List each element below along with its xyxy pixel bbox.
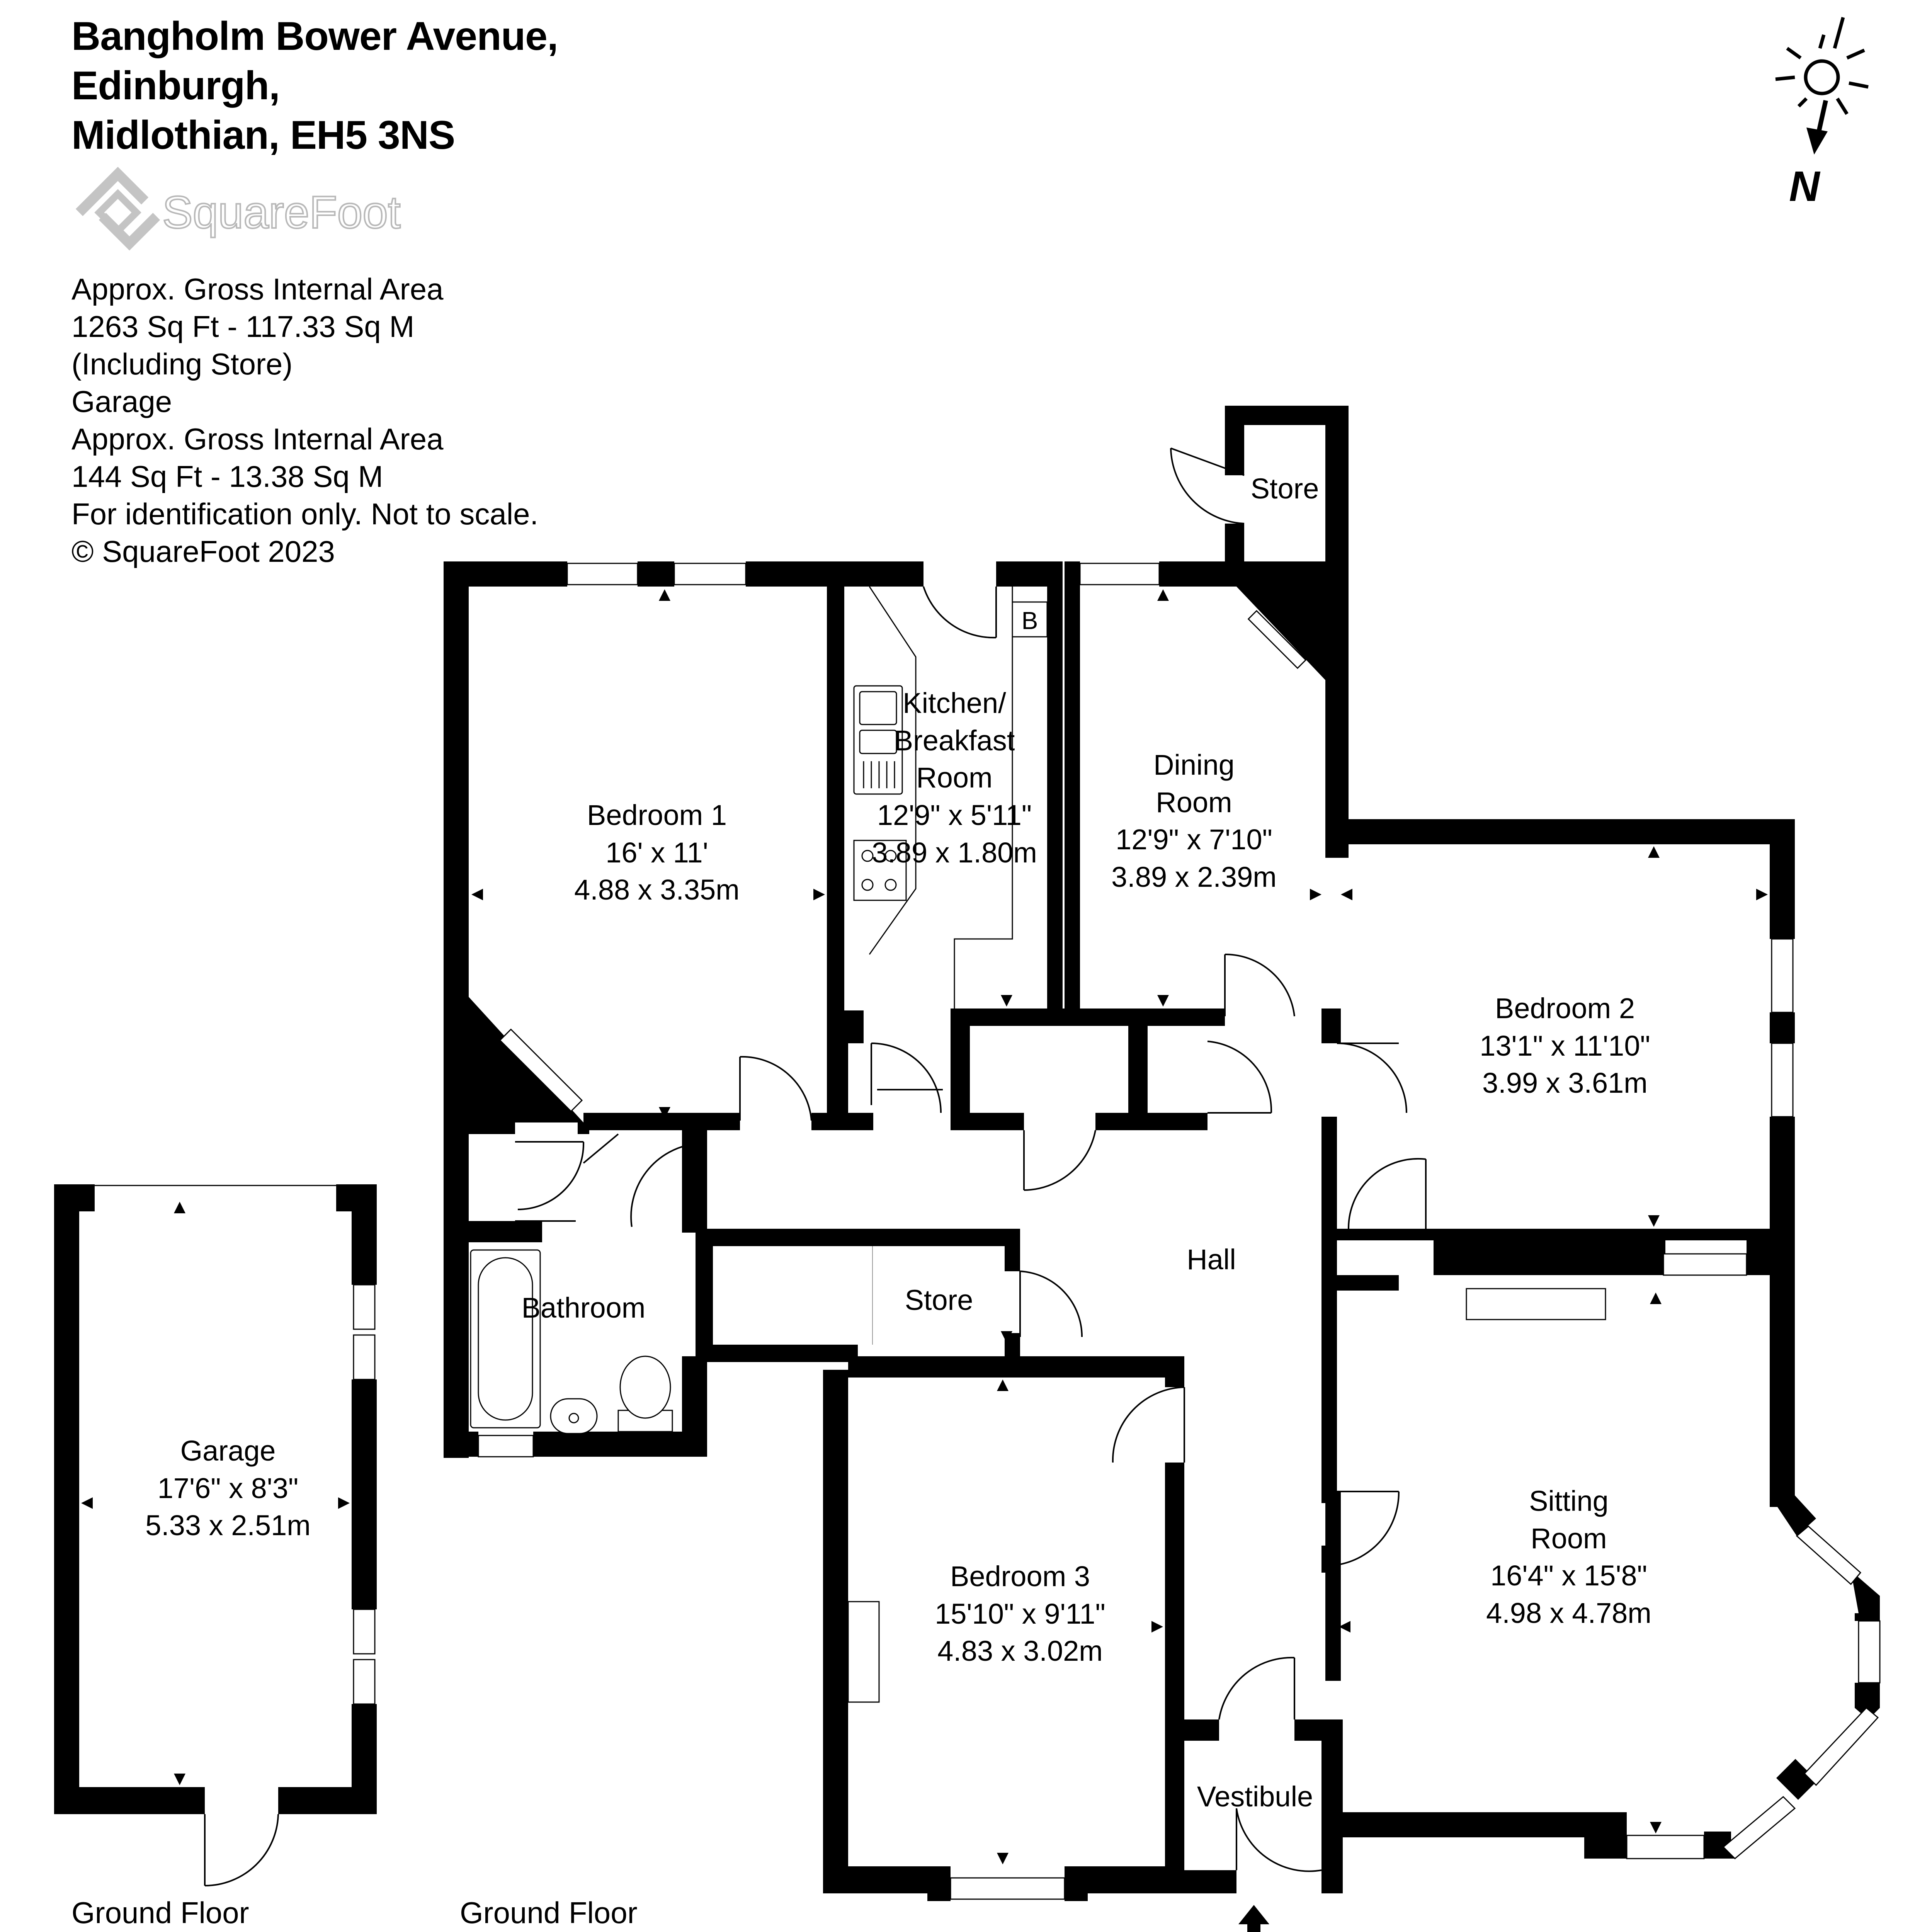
logo-text: SquareFoot [162,187,401,238]
sitting-imperial: 16'4" x 15'8" [1490,1560,1647,1592]
dining-name-1: Dining [1153,749,1235,781]
garage-name: Garage [180,1435,276,1467]
windows [478,563,1881,1900]
kitchen-metric: 3.89 x 1.80m [872,837,1037,869]
basin-icon [550,1398,598,1434]
sitting-metric: 4.98 x 4.78m [1486,1597,1651,1629]
store-mid-label: Store [905,1284,973,1316]
hob-icon [853,840,907,901]
dining-name-2: Room [1156,786,1232,818]
address-line-3: Midlothian, EH5 3NS [71,113,455,158]
fireplace-bedroom3 [847,1601,880,1703]
sink-icon [853,685,903,795]
squarefoot-logo: SquareFoot [75,167,401,251]
property-address: Bangholm Bower Avenue, Edinburgh, Midlot… [71,12,558,160]
bedroom3-imperial: 15'10" x 9'11" [935,1598,1105,1630]
area-line-5: Approx. Gross Internal Area [71,422,444,456]
kitchen-name-1: Kitchen/ [903,687,1006,719]
entrance-arrow-icon [1238,1905,1269,1932]
bedroom1-imperial: 16' x 11' [605,837,708,869]
boiler-label: B [1022,607,1038,634]
garage-metric: 5.33 x 2.51m [145,1509,311,1541]
kitchen-imperial: 12'9" x 5'11" [877,799,1032,831]
fireplace-sitting [1466,1288,1606,1320]
area-line-1: Approx. Gross Internal Area [71,272,444,306]
hall-label: Hall [1187,1243,1236,1276]
area-info: Approx. Gross Internal Area 1263 Sq Ft -… [71,270,538,570]
area-line-6: 144 Sq Ft - 13.38 Sq M [71,459,383,493]
area-line-3: (Including Store) [71,347,293,381]
fixtures [470,586,1606,1703]
area-line-2: 1263 Sq Ft - 117.33 Sq M [71,310,415,344]
bedroom2-name: Bedroom 2 [1495,992,1635,1024]
main-walls [444,406,1880,1901]
garage-door [204,1814,279,1886]
dimension-arrows [81,589,1768,1864]
vestibule-label: Vestibule [1197,1781,1313,1813]
sitting-name-2: Room [1531,1522,1607,1554]
dining-imperial: 12'9" x 7'10" [1116,823,1272,855]
garage-windows [95,1185,376,1705]
store-top-label: Store [1251,473,1319,505]
address-line-2: Edinburgh, [71,63,280,108]
main-floor-label: Ground Floor [460,1896,638,1930]
toilet-icon [617,1355,673,1432]
bedroom3-name: Bedroom 3 [950,1560,1090,1592]
doors [515,447,1427,1872]
area-line-8: © SquareFoot 2023 [71,534,335,568]
kitchen-name-2: Breakfast [894,724,1015,757]
bathroom-label: Bathroom [522,1292,646,1324]
bedroom1-metric: 4.88 x 3.35m [574,874,740,906]
logo-mark-icon [75,167,160,251]
compass: N [1775,17,1869,210]
north-arrow-icon [1806,100,1828,155]
bath-icon [470,1249,541,1429]
bedroom2-imperial: 13'1" x 11'10" [1480,1030,1650,1062]
kitchen-name-3: Room [916,762,992,794]
sun-icon [1775,17,1869,115]
bedroom2-metric: 3.99 x 3.61m [1482,1067,1648,1099]
area-line-4: Garage [71,384,172,418]
north-label: N [1789,163,1821,210]
bedroom1-name: Bedroom 1 [587,799,727,831]
boiler-box [1012,601,1048,638]
garage-walls [54,1184,377,1814]
garage-floor-label: Ground Floor [71,1896,249,1930]
address-line-1: Bangholm Bower Avenue, [71,14,558,59]
bedroom3-metric: 4.83 x 3.02m [937,1635,1103,1667]
room-labels: Store B Bedroom 1 16' x 11' 4.88 x 3.35m… [145,473,1651,1813]
dining-metric: 3.89 x 2.39m [1111,861,1277,893]
area-line-7: For identification only. Not to scale. [71,497,539,531]
sitting-name-1: Sitting [1529,1485,1609,1517]
garage-imperial: 17'6" x 8'3" [158,1472,299,1504]
